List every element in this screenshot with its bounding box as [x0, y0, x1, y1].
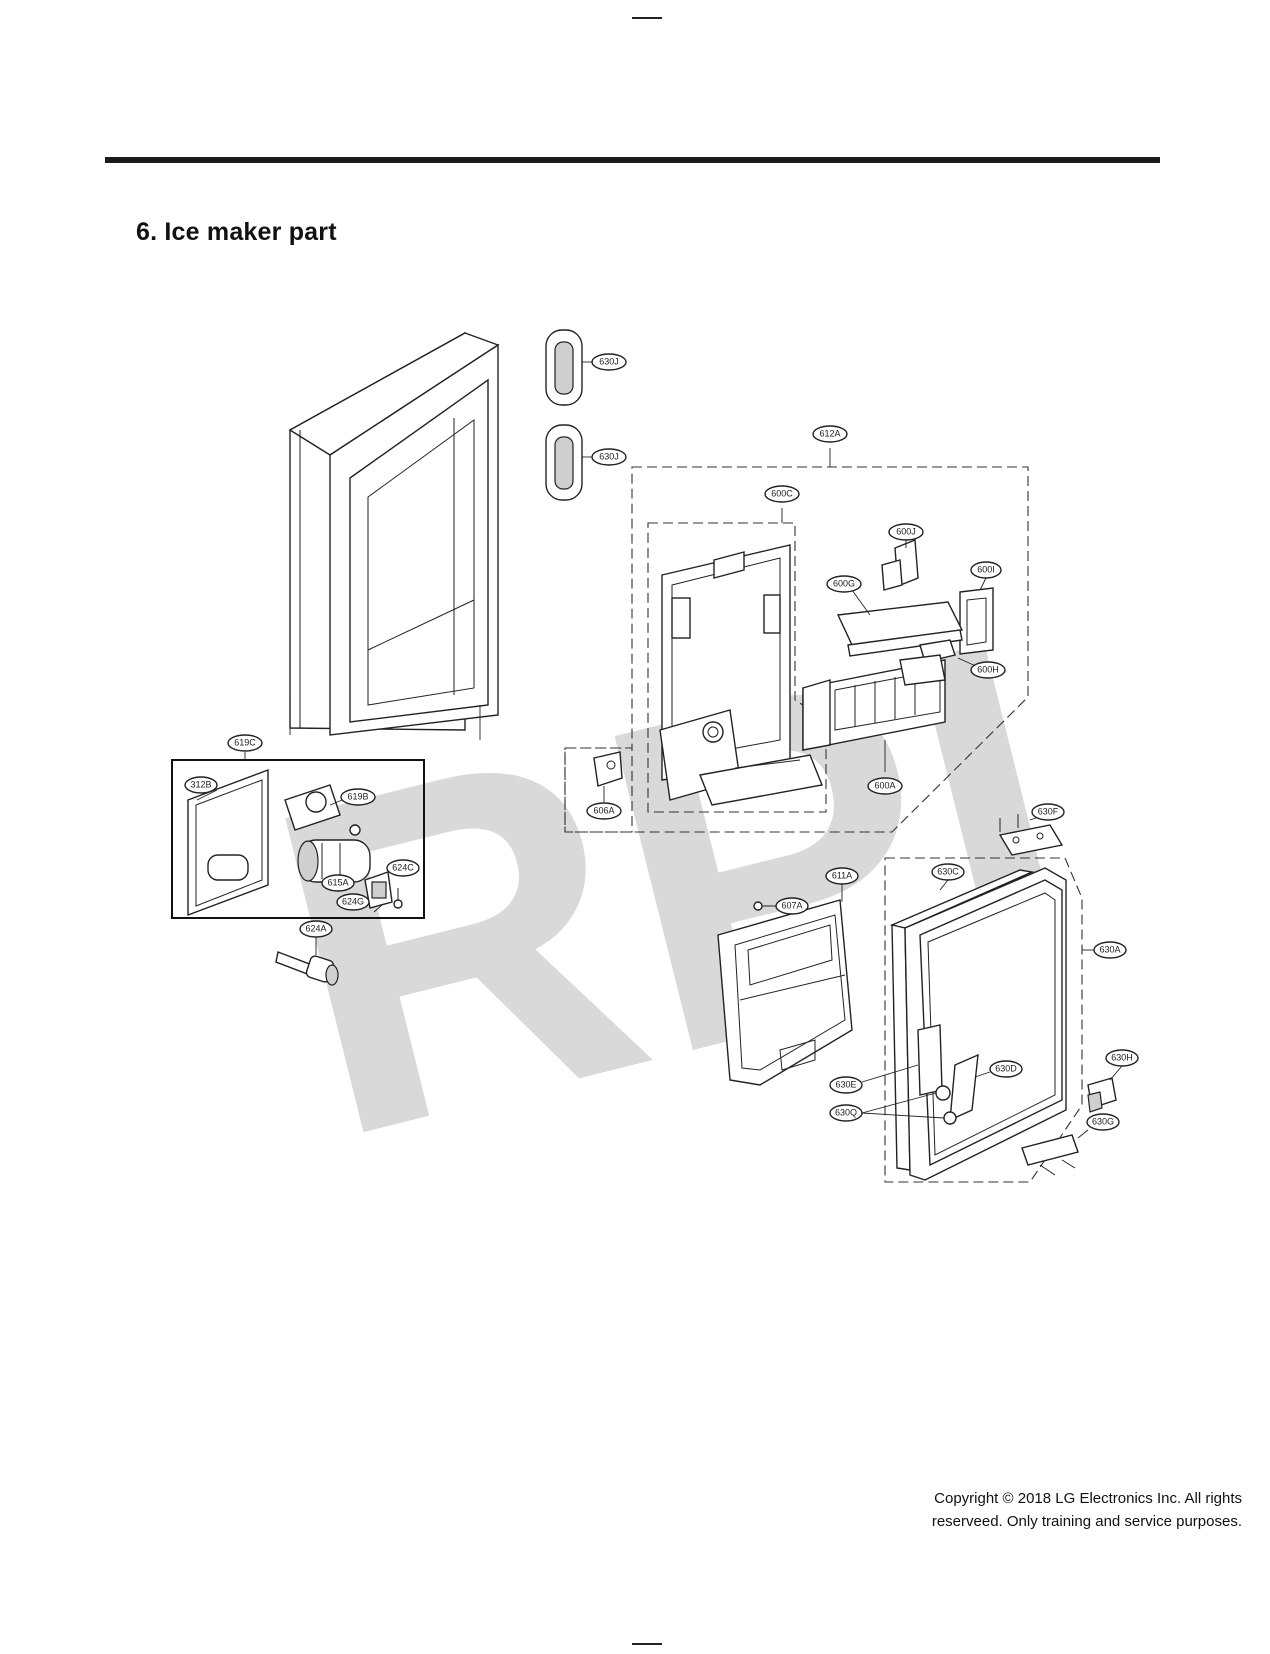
cover-312B [187, 768, 269, 917]
callout-606A: 606A [586, 802, 622, 820]
svg-text:630G: 630G [1092, 1116, 1114, 1126]
hinge-630F [998, 814, 1064, 856]
svg-text:630J: 630J [599, 356, 619, 366]
svg-text:606A: 606A [593, 805, 614, 815]
callout-611A: 611A [825, 867, 859, 885]
page-bottom-mark [632, 1643, 662, 1645]
callout-615A: 615A [321, 874, 355, 892]
area-606A-outline [564, 747, 633, 833]
gasket-630J-top [545, 329, 592, 406]
svg-text:612A: 612A [819, 428, 840, 438]
page-title: 6. Ice maker part [136, 218, 337, 246]
callout-630Q: 630Q [829, 1104, 863, 1122]
assembly-630A-outline [884, 857, 1083, 1183]
callout-600A: 600A [867, 777, 903, 795]
motor-619B [284, 784, 361, 836]
cylinder-615A [297, 839, 371, 883]
callout-624A: 624A [299, 920, 333, 938]
svg-text:630J: 630J [599, 451, 619, 461]
svg-text:624C: 624C [392, 862, 414, 872]
callout-312B: 312B [184, 776, 218, 794]
lever-630D [949, 1053, 979, 1122]
svg-text:600A: 600A [874, 780, 895, 790]
callout-600J: 600J [888, 523, 924, 541]
page-top-mark [632, 17, 662, 19]
svg-text:630Q: 630Q [835, 1107, 857, 1117]
assembly-619C-outline [171, 759, 425, 919]
window-600I [959, 587, 994, 655]
callout-630G: 630G [1086, 1113, 1120, 1131]
svg-text:630C: 630C [937, 866, 959, 876]
bracket-600J [881, 538, 919, 591]
callout-630F: 630F [1031, 803, 1065, 821]
svg-text:600G: 600G [833, 578, 855, 588]
callout-612A: 612A [812, 425, 848, 443]
svg-text:630D: 630D [995, 1063, 1017, 1073]
copyright-line-1: Copyright © 2018 LG Electronics Inc. All… [934, 1490, 1242, 1507]
callout-630C: 630C [931, 863, 965, 881]
assembly-612A-outline [564, 466, 1029, 833]
callout-630A: 630A [1093, 941, 1127, 959]
callout-607A: 607A [775, 897, 809, 915]
bracket-630H [1087, 1077, 1117, 1113]
gasket-630J-bottom [545, 424, 592, 501]
callout-600C: 600C [764, 485, 800, 503]
callout-630H: 630H [1105, 1049, 1139, 1067]
svg-text:630A: 630A [1099, 944, 1120, 954]
svg-text:600I: 600I [977, 564, 995, 574]
callout-624C: 624C [386, 859, 420, 877]
door-liner [288, 331, 500, 740]
callout-630J-top: 630J [591, 353, 627, 371]
hinge-630G [1021, 1134, 1079, 1176]
screw-624C [393, 888, 403, 909]
callout-619C: 619C [227, 734, 263, 752]
svg-text:611A: 611A [832, 870, 852, 880]
svg-text:630E: 630E [835, 1079, 856, 1089]
svg-text:624A: 624A [305, 923, 326, 933]
callout-630J-bottom: 630J [591, 448, 627, 466]
copyright-notice: Copyright © 2018 LG Electronics Inc. All… [870, 1487, 1242, 1533]
callout-624G: 624G [336, 893, 370, 911]
svg-text:600C: 600C [771, 488, 793, 498]
cover-611A [717, 899, 853, 1086]
callout-619B: 619B [340, 788, 376, 806]
callout-600I: 600I [970, 561, 1002, 579]
svg-text:615A: 615A [327, 877, 348, 887]
header-rule [105, 157, 1160, 163]
clip-624G [364, 871, 393, 909]
hinge-630E [917, 1024, 943, 1096]
svg-text:600H: 600H [977, 664, 999, 674]
ice-bin-bracket-600C [659, 544, 823, 806]
svg-text:600J: 600J [896, 526, 916, 536]
ice-maker-600A [802, 654, 946, 751]
svg-text:607A: 607A [781, 900, 802, 910]
copyright-line-2: reserveed. Only training and service pur… [931, 1513, 1242, 1530]
svg-text:624G: 624G [342, 896, 364, 906]
sensor-606A [593, 751, 623, 787]
callout-630D: 630D [989, 1060, 1023, 1078]
callout-600G: 600G [826, 575, 862, 593]
callout-600H: 600H [970, 661, 1006, 679]
heater-624A [275, 951, 339, 986]
svg-text:630F: 630F [1038, 806, 1059, 816]
svg-text:619C: 619C [234, 737, 256, 747]
svg-text:630H: 630H [1111, 1052, 1133, 1062]
svg-text:619B: 619B [347, 791, 368, 801]
svg-text:312B: 312B [190, 779, 211, 789]
cover-600G [836, 601, 964, 657]
callout-630E: 630E [829, 1076, 863, 1094]
pins-630Q [935, 1085, 957, 1125]
